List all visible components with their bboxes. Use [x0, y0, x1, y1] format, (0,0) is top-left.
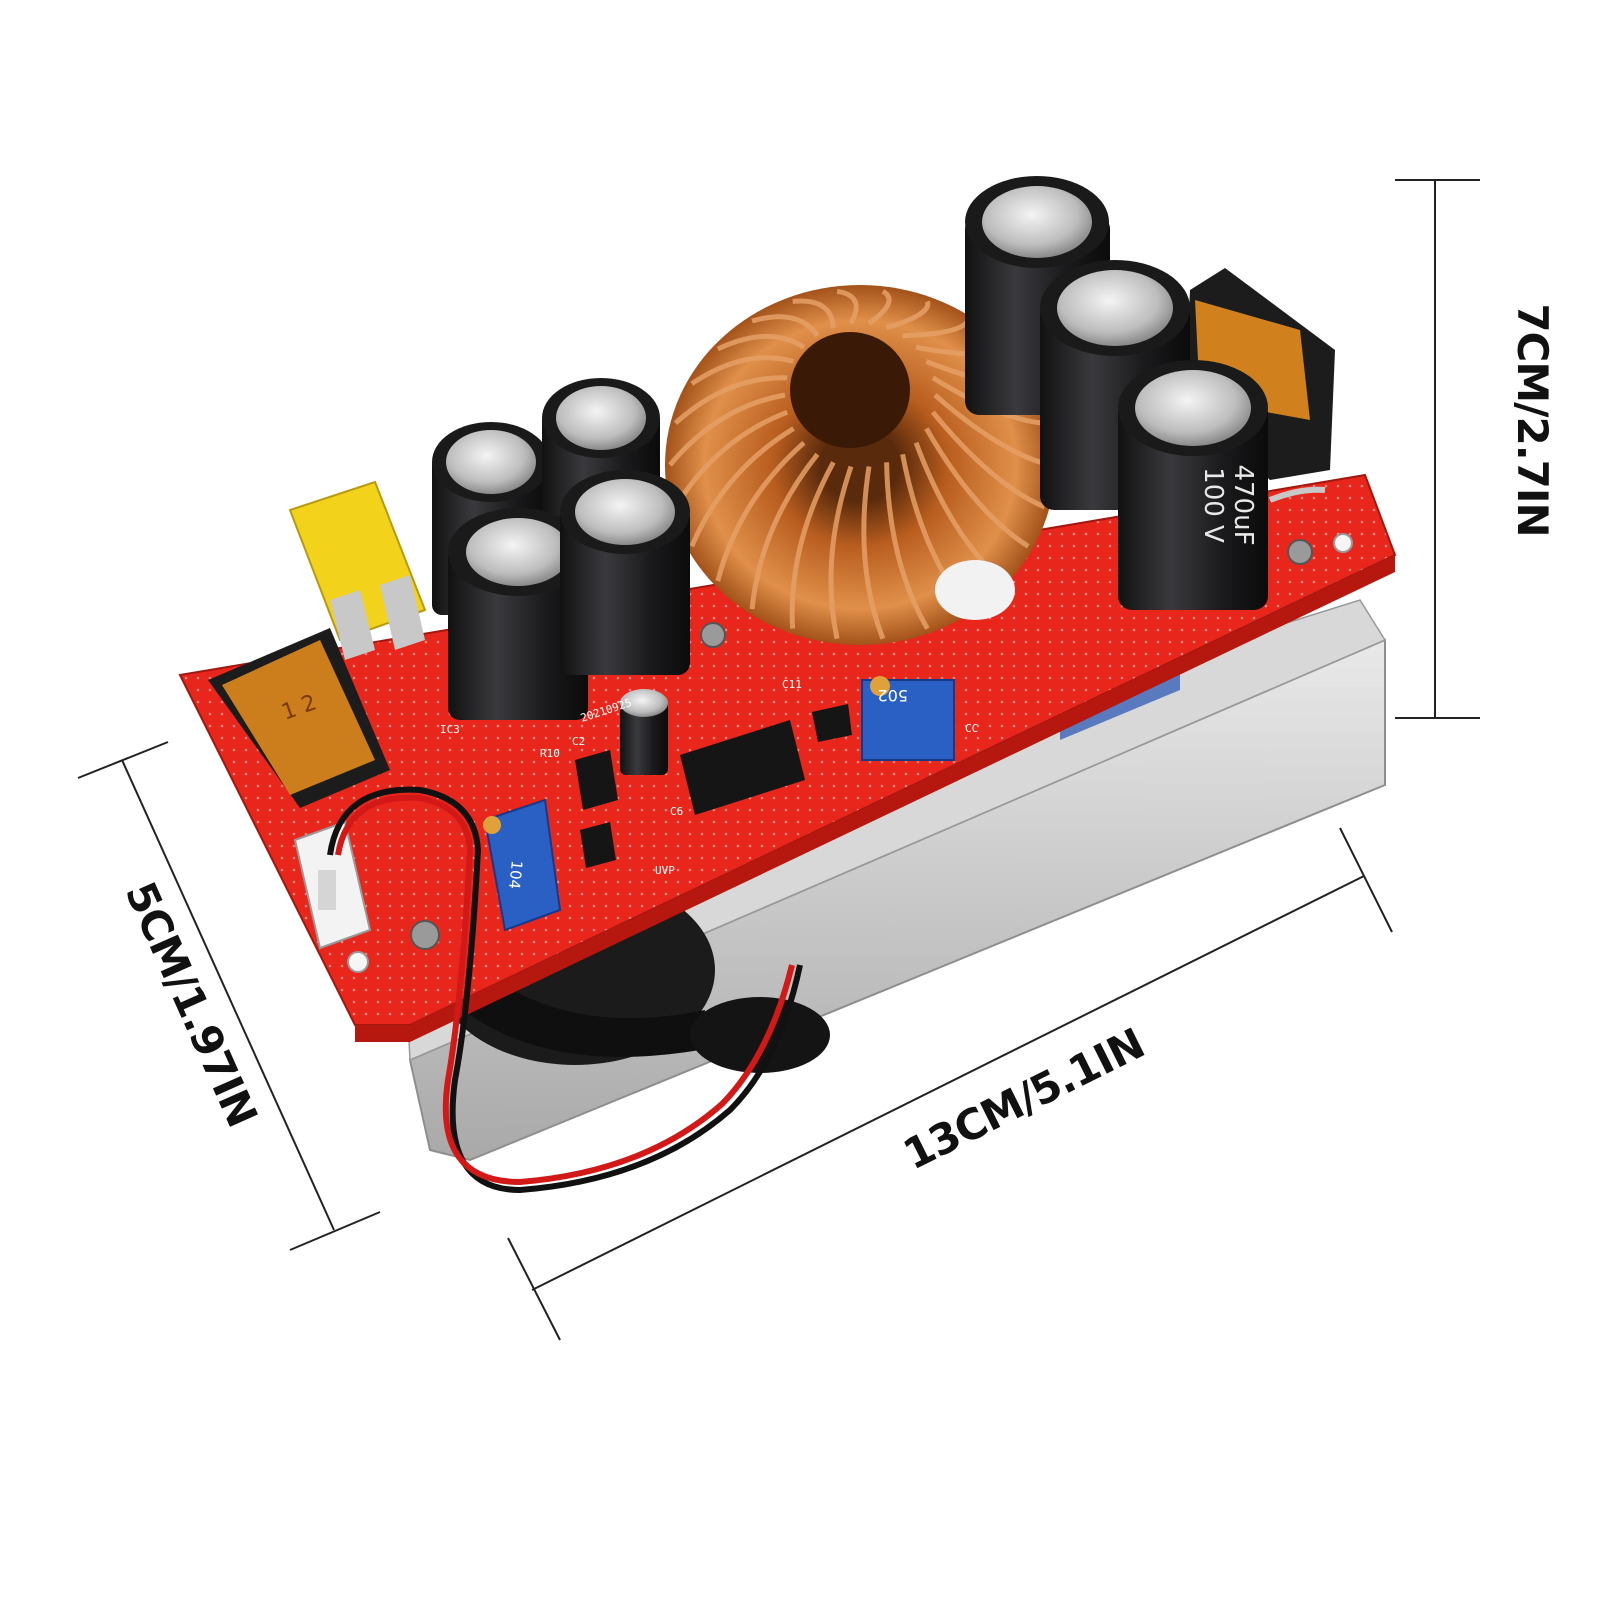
coil-turn [689, 426, 795, 548]
coil-turn [749, 452, 820, 610]
coil-turn [930, 410, 1046, 510]
coil-turn [673, 375, 788, 425]
silk-label: C2 [572, 735, 585, 748]
ic-chips [575, 704, 852, 868]
coil-turn [933, 393, 1051, 468]
silk-label: UVP [655, 864, 675, 877]
capacitor-voltage: 100 V [1198, 467, 1228, 543]
coil-turn [836, 288, 859, 325]
capacitor-small-3 [448, 508, 588, 720]
trimmer-potentiometer-1: 502 [861, 676, 955, 761]
capacitor-small-4 [560, 470, 690, 675]
coil-turn [792, 298, 836, 329]
fan-wires [327, 786, 803, 1194]
coil-turn [885, 300, 931, 331]
capacitors: 470uF 100 V [432, 176, 1268, 775]
coil-turn [789, 461, 836, 629]
coil-turn [690, 355, 795, 386]
trimmer-1-label: 502 [877, 686, 908, 705]
silk-label: CC [965, 722, 978, 735]
coil-turn [884, 462, 930, 630]
capacitor-tiny [620, 689, 668, 775]
silk-label: C6 [670, 805, 683, 818]
length-label: 13CM/5.1IN [896, 1019, 1152, 1180]
capacitor-marking: 470uF [1228, 464, 1258, 545]
silk-label: C11 [782, 678, 802, 691]
coil-turn [867, 289, 892, 326]
silk-label: R10 [540, 747, 560, 760]
dimension-line-icon [289, 1211, 381, 1251]
coil-turn [715, 440, 806, 582]
trimmer-2-label: 104 [505, 860, 526, 890]
capacitor-large-3: 470uF 100 V [1118, 360, 1268, 610]
coil-turn [716, 333, 806, 352]
dimension-line-icon [531, 875, 1365, 1291]
output-fuse-yellow [288, 480, 427, 660]
coil-turn [751, 314, 820, 338]
fan-connector [293, 820, 372, 950]
coil-turn [828, 465, 854, 640]
dimension-height: 7CM/2.7IN [1395, 179, 1557, 719]
wire-strap [1268, 486, 1326, 503]
toroid-inductor [665, 285, 1055, 645]
height-label: 7CM/2.7IN [1508, 303, 1557, 536]
coil-turn [924, 427, 1030, 549]
input-fuse: 1 2 [208, 628, 390, 808]
trimmer-potentiometer-2: 104 [483, 798, 562, 932]
silk-label: IC3 [440, 723, 460, 736]
dimension-line-icon [1339, 827, 1393, 933]
dimension-line-icon [121, 759, 335, 1231]
coil-turn [668, 392, 786, 467]
coil-turn [861, 466, 886, 640]
coil-turn [673, 409, 789, 509]
